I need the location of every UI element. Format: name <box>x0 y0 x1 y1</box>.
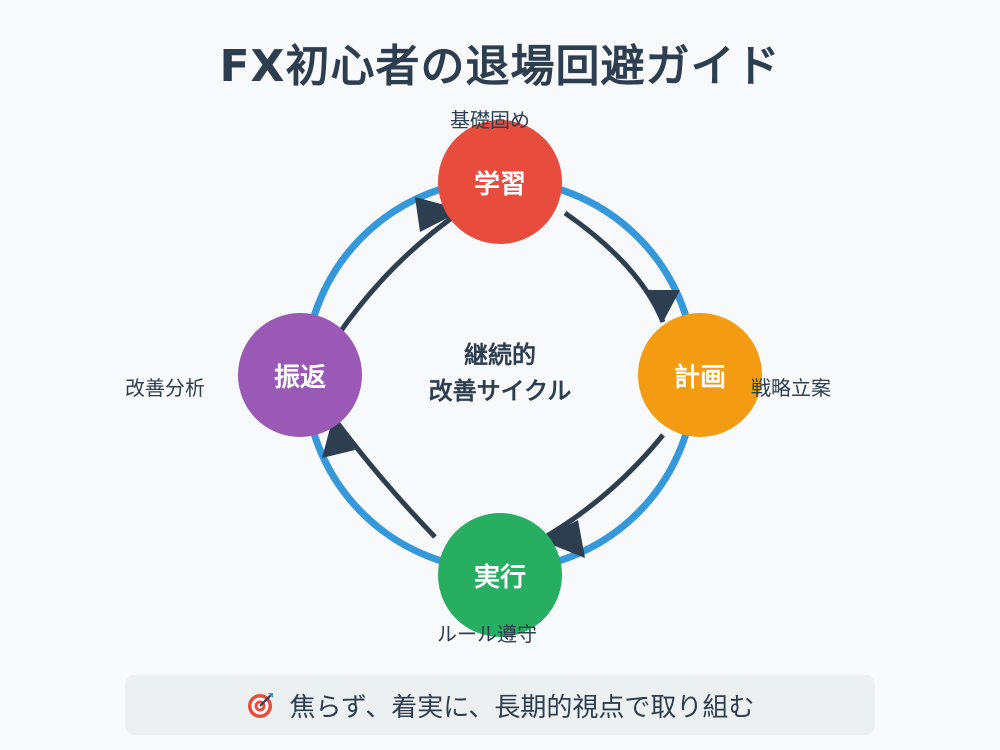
motto-banner: 焦らず、着実に、長期的視点で取り組む <box>125 675 875 735</box>
arrow-study-to-plan <box>563 210 680 323</box>
node-plan-label: 計画 <box>673 362 726 393</box>
node-execute: 実行 <box>438 513 562 637</box>
node-plan: 計画 <box>638 313 762 437</box>
node-plan-sublabel: 戦略立案 <box>751 376 831 400</box>
center-label-line2: 改善サイクル <box>428 377 572 405</box>
page-title: FX初心者の退場回避ガイド <box>219 41 781 92</box>
center-label: 継続的 改善サイクル <box>380 337 620 409</box>
node-execute-sublabel: ルール遵守 <box>437 622 537 646</box>
node-review: 振返 <box>238 313 362 437</box>
node-review-label: 振返 <box>273 362 326 393</box>
arrow-plan-to-execute <box>538 433 665 558</box>
motto-text: 焦らず、着実に、長期的視点で取り組む <box>289 692 755 723</box>
arrow-execute-to-review <box>322 415 437 539</box>
center-label-line1: 継続的 <box>464 341 536 369</box>
target-icon <box>246 690 276 720</box>
node-review-sublabel: 改善分析 <box>125 376 205 400</box>
node-study-label: 学習 <box>473 169 526 200</box>
node-study: 学習 <box>438 120 562 244</box>
node-execute-label: 実行 <box>473 562 526 593</box>
arrow-review-to-study <box>335 197 465 337</box>
node-study-sublabel: 基礎固め <box>450 108 530 132</box>
